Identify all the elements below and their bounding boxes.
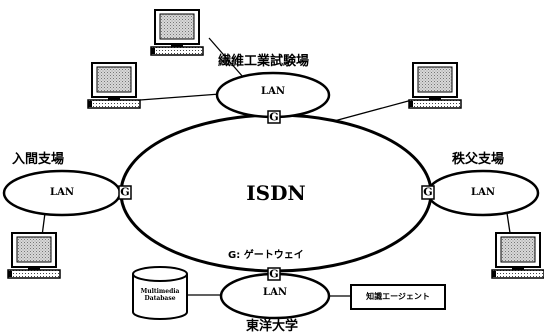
link-right-pc: [506, 212, 511, 234]
agent-box: [350, 284, 446, 310]
gateway-mark-right: G: [423, 185, 433, 199]
database-icon: [132, 266, 188, 320]
gateway-mark-bottom: G: [269, 267, 279, 281]
site-label-top: 繊維工業試験場: [218, 54, 310, 69]
site-label-left: 入間支場: [12, 152, 65, 167]
gateway-boxes: [118, 110, 435, 281]
gateway-mark-left: G: [120, 185, 130, 199]
computer-icon-right: [491, 232, 544, 279]
isdn-label: ISDN: [246, 181, 306, 205]
gateway-legend: G: ゲートウェイ: [228, 250, 304, 261]
computer-icon-top-right: [408, 62, 462, 109]
computer-icon-top-a: [150, 9, 204, 56]
lan-label-top: LAN: [261, 86, 285, 97]
computer-icon-top-b: [87, 62, 141, 109]
lan-label-bottom: LAN: [263, 287, 287, 298]
database-label: Multimedia Database: [140, 287, 180, 302]
lan-label-left: LAN: [50, 187, 74, 198]
agent-label: 知識エージェント: [366, 292, 430, 301]
computer-icon-left: [7, 232, 61, 279]
site-label-right: 秩父支場: [452, 152, 505, 167]
link-top-pc2: [139, 93, 221, 101]
site-label-bottom: 東洋大学: [246, 319, 299, 334]
lan-label-right: LAN: [471, 187, 495, 198]
gateway-mark-top: G: [269, 110, 279, 124]
